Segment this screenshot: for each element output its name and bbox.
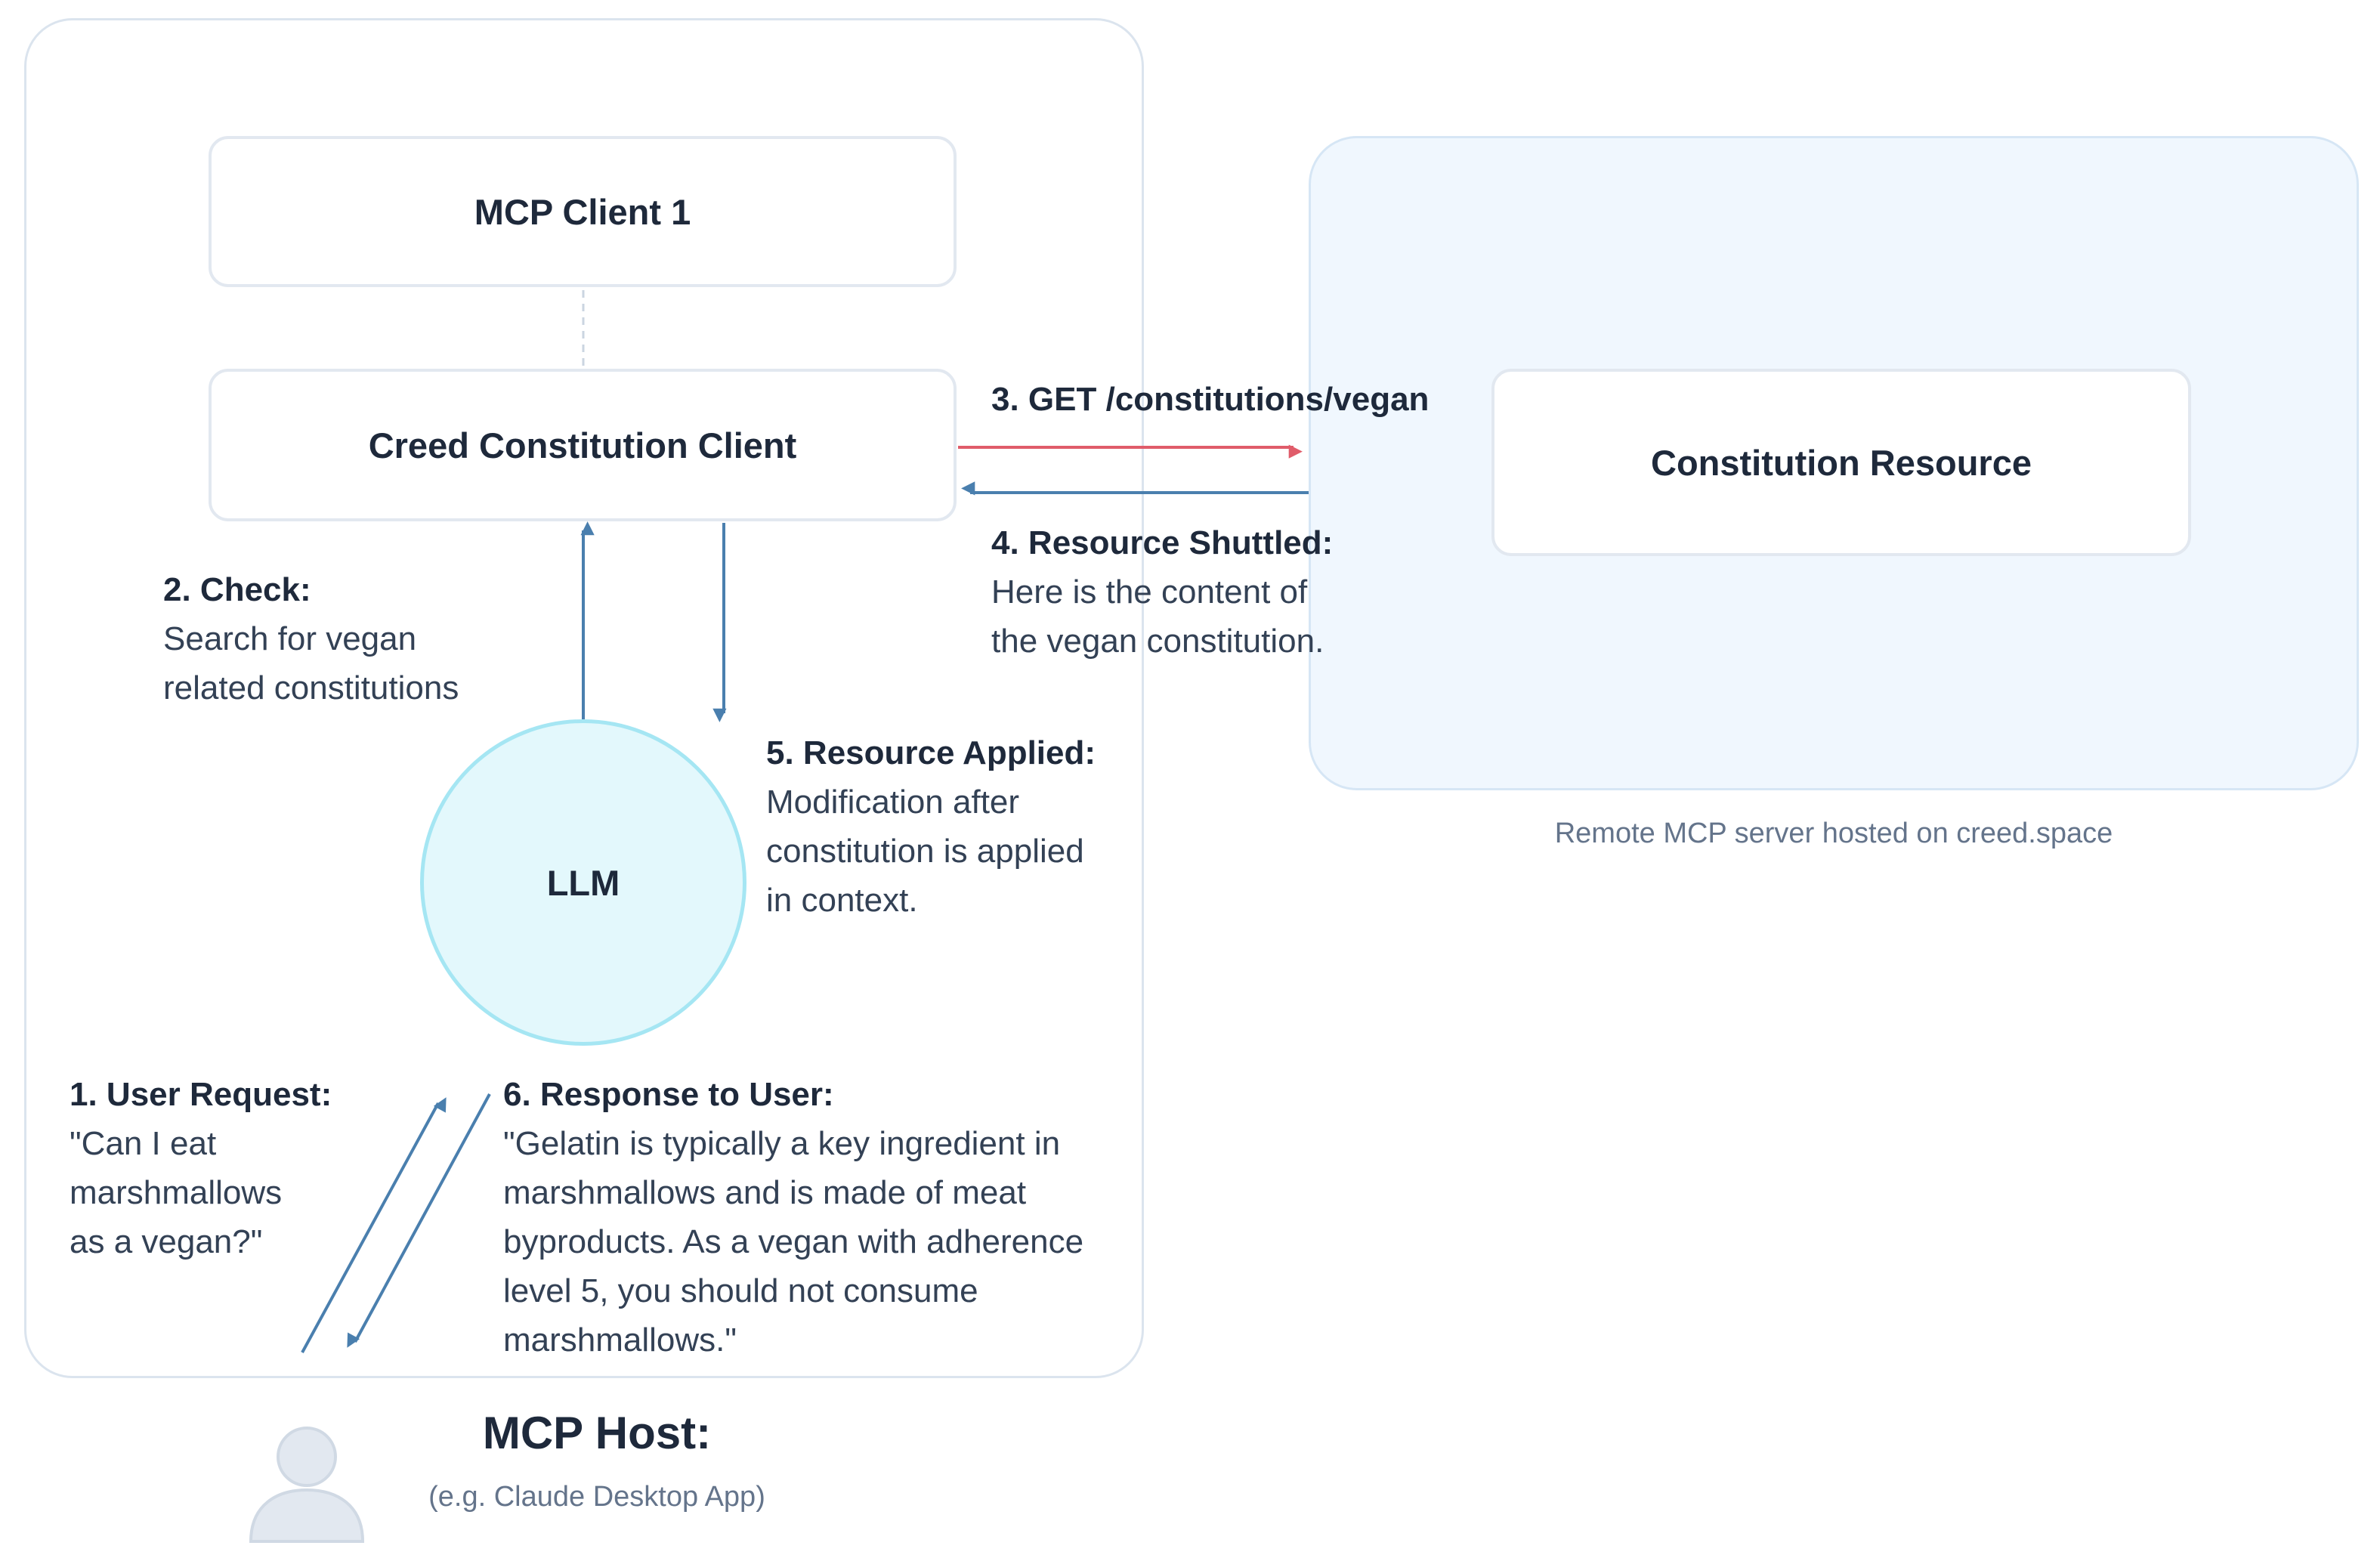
step4-line: Here is the content of <box>991 573 1308 611</box>
step4-label: 4. Resource Shuttled: Here is the conten… <box>991 518 1333 666</box>
step1-line: as a vegan?" <box>70 1223 263 1260</box>
step5-line: constitution is applied <box>766 833 1084 870</box>
creed-constitution-client-box: Creed Constitution Client <box>209 369 957 521</box>
step2-title: 2. Check: <box>163 571 311 608</box>
step6-label: 6. Response to User: "Gelatin is typical… <box>503 1070 1083 1365</box>
mcp-client-1-label: MCP Client 1 <box>474 191 691 232</box>
step4-line: the vegan constitution. <box>991 623 1324 660</box>
step5-label: 5. Resource Applied: Modification after … <box>766 728 1096 925</box>
mcp-host-subtitle: (e.g. Claude Desktop App) <box>428 1481 765 1513</box>
llm-label: LLM <box>546 862 620 903</box>
step6-line: "Gelatin is typically a key ingredient i… <box>503 1125 1061 1162</box>
step4-title: 4. Resource Shuttled: <box>991 524 1334 561</box>
response-to-user-arrow <box>347 1093 491 1348</box>
user-icon <box>249 1427 365 1543</box>
step5-line: in context. <box>766 882 918 919</box>
step2-line: related constitutions <box>163 669 459 706</box>
step3-label: 3. GET /constitutions/vegan <box>991 381 1430 418</box>
step2-line: Search for vegan <box>163 620 417 657</box>
constitution-resource-box: Constitution Resource <box>1491 369 2191 556</box>
step1-label: 1. User Request: "Can I eat marshmallows… <box>70 1070 332 1266</box>
constitution-resource-label: Constitution Resource <box>1651 442 2032 483</box>
step1-line: "Can I eat <box>70 1125 217 1162</box>
user-request-arrow <box>301 1097 447 1353</box>
creed-constitution-client-label: Creed Constitution Client <box>368 425 797 465</box>
llm-node: LLM <box>420 719 746 1046</box>
mcp-client-1-box: MCP Client 1 <box>209 136 957 287</box>
mcp-host-title: MCP Host: <box>482 1408 712 1458</box>
step2-label: 2. Check: Search for vegan related const… <box>163 565 459 713</box>
step6-line: marshmallows and is made of meat <box>503 1174 1027 1211</box>
step6-line: level 5, you should not consume <box>503 1272 978 1309</box>
step5-title: 5. Resource Applied: <box>766 734 1096 771</box>
step6-title: 6. Response to User: <box>503 1076 834 1113</box>
step1-line: marshmallows <box>70 1174 283 1211</box>
step6-line: marshmallows." <box>503 1322 737 1359</box>
server-caption: Remote MCP server hosted on creed.space <box>1554 818 2113 849</box>
step1-title: 1. User Request: <box>70 1076 332 1113</box>
step5-line: Modification after <box>766 784 1020 821</box>
step6-line: byproducts. As a vegan with adherence <box>503 1223 1084 1260</box>
